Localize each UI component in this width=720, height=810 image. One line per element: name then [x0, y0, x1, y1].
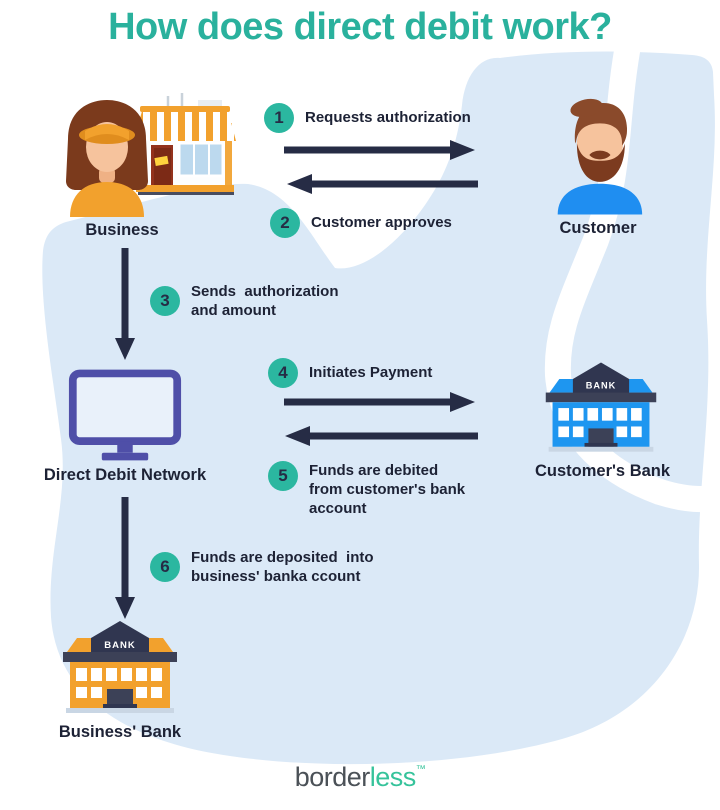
business-bank-sign: BANK — [104, 640, 135, 651]
customer-bank-icon: BANK — [545, 362, 657, 452]
step-5: 5 Funds are debited from customer's bank… — [268, 461, 465, 519]
step-4: 4 Initiates Payment — [268, 358, 432, 388]
arrow-network-to-customer-bank-icon — [284, 392, 475, 412]
step-5-label: Funds are debited from customer's bank a… — [309, 462, 466, 518]
arrow-customer-bank-to-network-icon — [285, 426, 478, 446]
step-1-label: Requests authorization — [305, 109, 471, 127]
customer-bank-sign: BANK — [586, 381, 616, 391]
logo-prefix: border — [294, 762, 371, 792]
arrow-network-to-business-bank-icon — [115, 497, 135, 619]
borderless-logo: borderless™ — [0, 762, 720, 793]
network-label: Direct Debit Network — [43, 466, 207, 484]
business-person-icon — [66, 100, 148, 217]
step-3: 3 Sends authorization and amount — [150, 282, 339, 320]
entity-business-bank: BANK Business' Bank — [52, 621, 188, 742]
storefront-icon — [134, 93, 236, 195]
business-bank-icon: BANK — [63, 621, 177, 713]
step-6-label: Funds are deposited into business' banka… — [191, 549, 374, 586]
entity-customer: Customer — [548, 95, 648, 238]
computer-monitor-icon — [68, 369, 182, 461]
step-2-badge: 2 — [270, 208, 300, 238]
step-6: 6 Funds are deposited into business' ban… — [150, 548, 374, 586]
arrow-customer-to-business-icon — [287, 174, 478, 194]
logo-suffix: less — [369, 762, 417, 792]
step-3-label: Sends authorization and amount — [191, 283, 339, 320]
step-1: 1 Requests authorization — [264, 103, 471, 133]
entity-business: Business — [52, 93, 238, 240]
business-label: Business — [85, 221, 159, 239]
entity-network: Direct Debit Network — [25, 368, 225, 485]
customer-label: Customer — [559, 219, 637, 237]
step-2: 2 Customer approves — [270, 208, 452, 238]
business-bank-label: Business' Bank — [58, 723, 182, 741]
step-5-badge: 5 — [268, 461, 298, 491]
arrow-business-to-customer-icon — [284, 140, 475, 160]
step-6-badge: 6 — [150, 552, 180, 583]
arrow-business-to-network-icon — [115, 248, 135, 360]
step-1-badge: 1 — [264, 103, 294, 133]
logo-trademark: ™ — [415, 764, 426, 775]
entity-customer-bank: BANK Customer's Bank — [535, 362, 671, 481]
page-title: How does direct debit work? — [108, 6, 612, 48]
step-2-label: Customer approves — [311, 214, 452, 232]
step-4-label: Initiates Payment — [309, 364, 433, 382]
step-3-badge: 3 — [150, 286, 180, 317]
customer-person-icon — [557, 98, 643, 215]
step-4-badge: 4 — [268, 358, 298, 388]
customer-bank-label: Customer's Bank — [535, 462, 671, 480]
